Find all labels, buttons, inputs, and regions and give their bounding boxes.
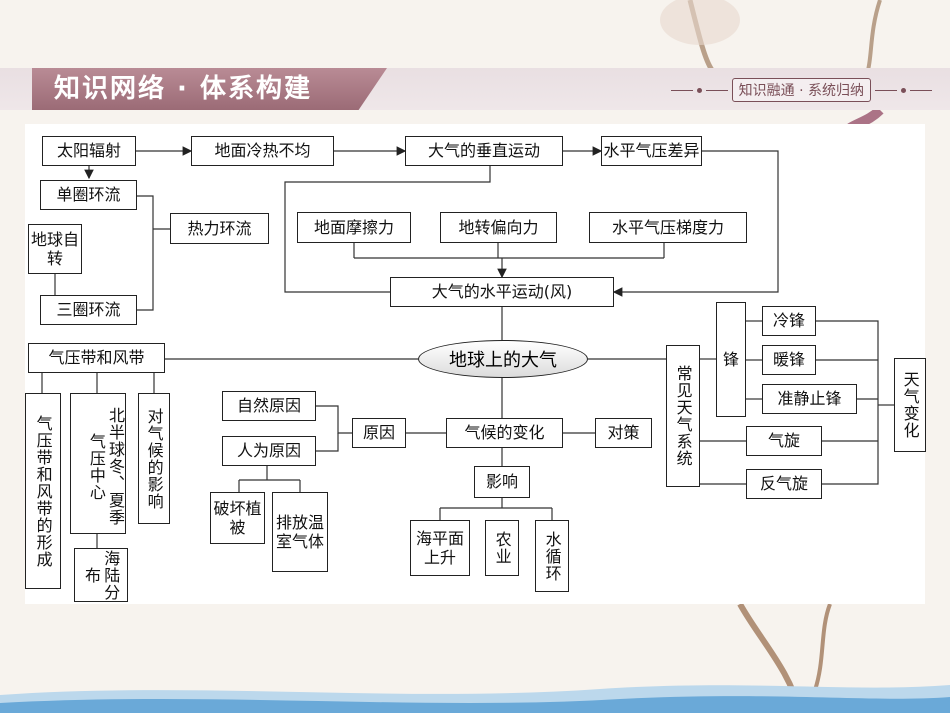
node-horizontal-motion-wind: 大气的水平运动(风) — [390, 277, 614, 307]
node-climate-influence: 对气候的影响 — [138, 393, 170, 524]
node-common-weather-systems: 常见天气系统 — [666, 345, 700, 487]
section-subtitle: 知识融通 · 系统归纳 — [667, 78, 936, 102]
node-single-cell-circulation: 单圈环流 — [40, 180, 137, 210]
node-land-sea-distribution: 海陆分布 — [74, 548, 128, 602]
node-weather-change: 天气变化 — [894, 358, 926, 452]
node-belt-formation: 气压带和风带的形成 — [25, 393, 61, 589]
node-warm-front: 暖锋 — [762, 345, 816, 375]
node-front: 锋 — [716, 302, 746, 417]
node-impacts: 影响 — [474, 466, 530, 498]
node-thermal-circulation: 热力环流 — [170, 213, 269, 244]
node-human-causes: 人为原因 — [222, 436, 316, 466]
node-vertical-motion: 大气的垂直运动 — [405, 136, 563, 166]
node-greenhouse-emissions: 排放温室气体 — [272, 492, 328, 572]
node-stationary-front: 准静止锋 — [762, 384, 857, 414]
node-uneven-heating: 地面冷热不均 — [191, 136, 334, 166]
node-causes: 原因 — [352, 418, 406, 448]
node-three-cell-circulation: 三圈环流 — [40, 295, 137, 325]
node-center-atmosphere: 地球上的大气 — [418, 340, 588, 378]
node-solar-radiation: 太阳辐射 — [42, 136, 136, 166]
node-coriolis-force: 地转偏向力 — [440, 212, 557, 243]
node-anticyclone: 反气旋 — [746, 469, 822, 499]
node-climate-change: 气候的变化 — [446, 418, 563, 448]
bottom-wave-decoration — [0, 685, 950, 713]
node-friction-force: 地面摩擦力 — [297, 212, 411, 243]
section-title: 知识网络 · 体系构建 — [32, 68, 387, 110]
node-cyclone: 气旋 — [746, 426, 822, 456]
node-earth-rotation: 地球自转 — [28, 224, 82, 274]
node-cold-front: 冷锋 — [762, 306, 816, 336]
node-vegetation-destruction: 破坏植被 — [210, 492, 265, 544]
node-agriculture: 农业 — [485, 520, 519, 576]
section-subtitle-label: 知识融通 · 系统归纳 — [731, 78, 871, 102]
node-pressure-wind-belts: 气压带和风带 — [28, 343, 165, 373]
node-natural-causes: 自然原因 — [222, 391, 316, 421]
node-sea-level-rise: 海平面上升 — [410, 520, 470, 576]
node-water-cycle: 水循环 — [535, 520, 569, 592]
node-horizontal-pressure-difference: 水平气压差异 — [601, 136, 702, 166]
node-pressure-gradient-force: 水平气压梯度力 — [589, 212, 747, 243]
node-nh-pressure-centers: 北半球冬、夏季气压中心 — [70, 393, 126, 534]
node-countermeasures: 对策 — [595, 418, 652, 448]
